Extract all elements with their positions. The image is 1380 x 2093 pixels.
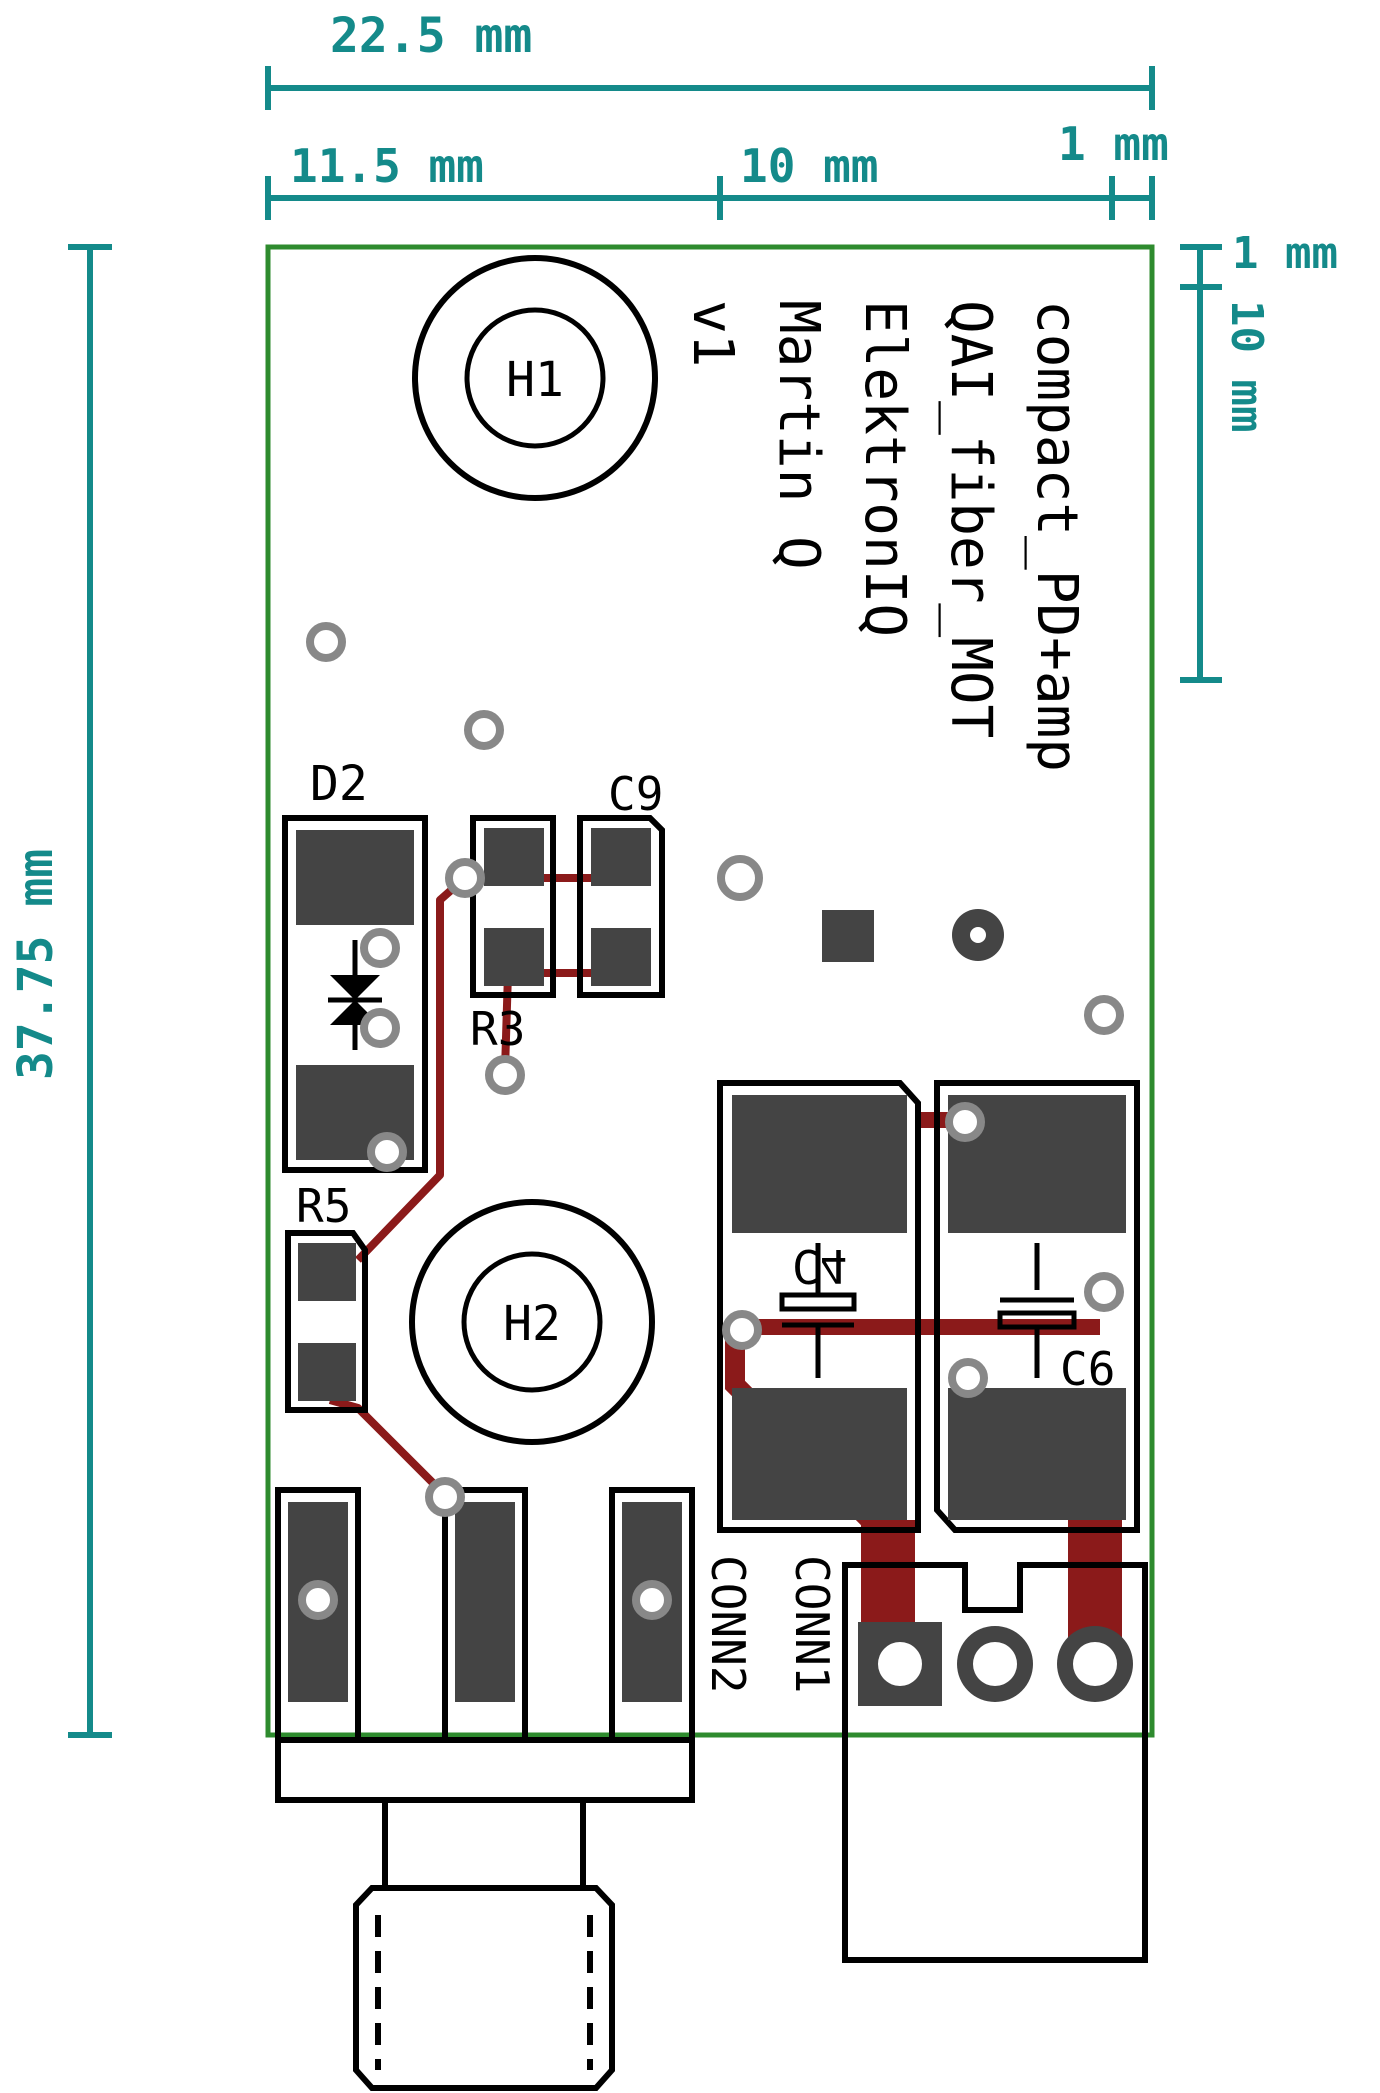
dim-right-top: 1 mm: [1232, 228, 1338, 279]
ref-d2: D2: [310, 756, 368, 812]
board-text-line4: Martin Q: [766, 300, 831, 570]
connector-conn1: CONN1: [785, 1555, 1148, 1963]
dim-seg-b: 10 mm: [740, 139, 878, 193]
component-c9: C9: [577, 767, 665, 998]
dim-seg-c: 1 mm: [1058, 117, 1169, 171]
dim-height: 37.75 mm: [8, 849, 64, 1080]
square-test-pad: [822, 910, 874, 962]
ref-c4: C4: [792, 1239, 847, 1293]
ref-r3: R3: [470, 1002, 525, 1056]
dim-seg-a: 11.5 mm: [290, 139, 484, 193]
ref-h1: H1: [506, 352, 564, 408]
ref-conn1: CONN1: [785, 1555, 839, 1693]
ref-r5: R5: [296, 1179, 351, 1233]
board-text-line1: compact_PD+amp: [1024, 300, 1089, 772]
ref-c9: C9: [608, 767, 663, 821]
board-silkscreen-text: compact_PD+amp QAI_fiber_MOT ElektronIQ …: [680, 300, 1089, 772]
dim-total-width: 22.5 mm: [330, 8, 532, 64]
component-r3: R3: [470, 815, 556, 1056]
board-text-line5: v1: [680, 300, 745, 367]
board-text-line3: ElektronIQ: [852, 300, 917, 637]
mounting-hole-h2: H2: [409, 1199, 655, 1445]
component-d2: D2: [282, 756, 428, 1173]
board-text-line2: QAI_fiber_MOT: [938, 300, 1003, 738]
ref-c6: C6: [1060, 1342, 1115, 1396]
mounting-hole-h1: H1: [412, 255, 658, 501]
component-c4: C4: [717, 1080, 921, 1533]
dim-right-mid: 10 mm: [1221, 300, 1272, 432]
ref-h2: H2: [503, 1296, 561, 1352]
dimension-annotations: [68, 66, 1222, 1738]
ref-conn2: CONN2: [701, 1555, 755, 1693]
connector-conn2: CONN2: [275, 1487, 755, 2091]
component-c6: C6: [934, 1080, 1140, 1533]
round-test-pad-inner: [970, 927, 986, 943]
component-r5: R5: [285, 1179, 368, 1413]
vias: [298, 622, 1124, 1620]
board-outline: [265, 244, 1155, 1738]
